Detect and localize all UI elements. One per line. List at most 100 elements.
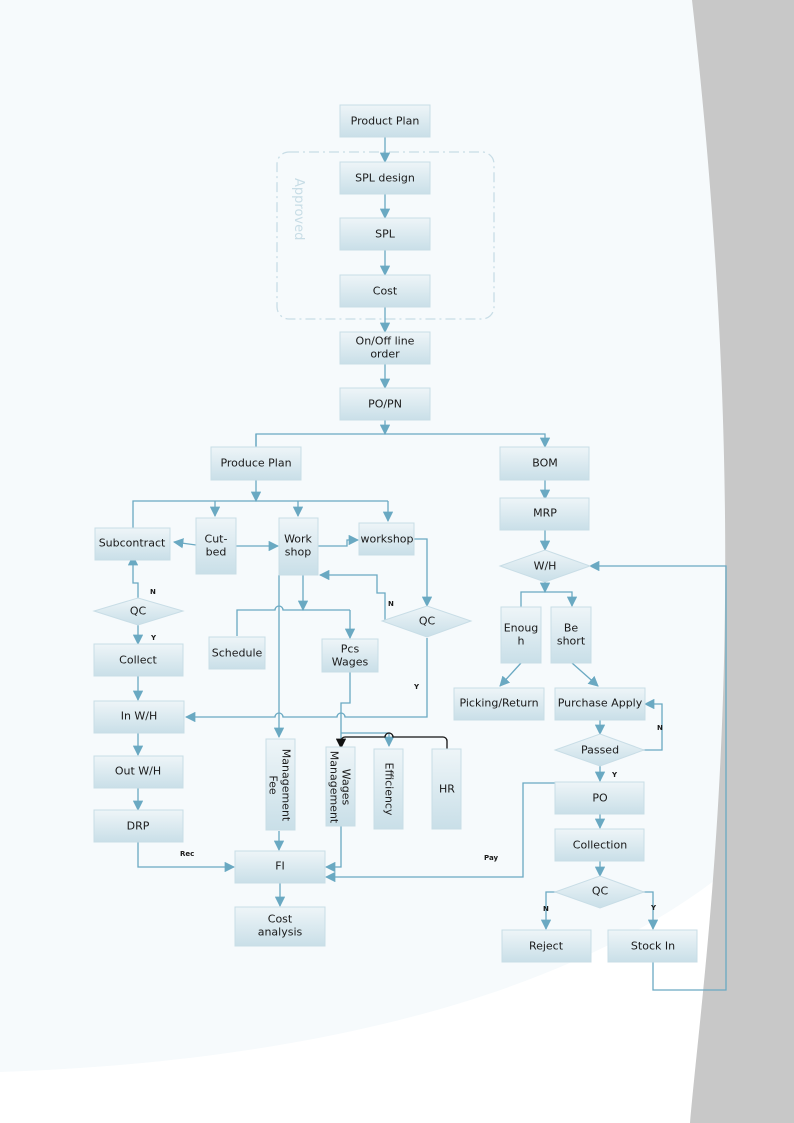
node-po-pn[interactable]: PO/PN	[339, 387, 431, 421]
node-passed[interactable]: Passed	[553, 733, 646, 767]
svg-text:Enoug: Enoug	[504, 622, 539, 635]
svg-text:Management: Management	[280, 749, 293, 822]
svg-text:QC: QC	[419, 615, 436, 628]
node-qc-mid[interactable]: QC	[380, 605, 473, 638]
svg-text:Wages: Wages	[340, 769, 353, 806]
edge-work-shop-to-workshop	[318, 534, 360, 547]
svg-text:Be: Be	[564, 622, 579, 635]
svg-text:Out W/H: Out W/H	[115, 765, 161, 778]
edge-wages-to-fi	[324, 826, 342, 873]
edge-pcs-wages-to-wages-mgmt	[340, 672, 351, 742]
svg-text:Picking/Return: Picking/Return	[459, 697, 538, 710]
node-hr[interactable]: HR	[431, 748, 462, 830]
node-qc-left[interactable]: QC	[92, 597, 185, 626]
node-spl-design[interactable]: SPL design	[339, 161, 431, 195]
svg-text:SPL: SPL	[375, 228, 396, 241]
node-schedule[interactable]: Schedule	[208, 636, 266, 670]
svg-text:SPL design: SPL design	[355, 172, 415, 185]
node-cost[interactable]: Cost	[339, 274, 431, 308]
edge-workshop-to-qc	[414, 538, 433, 608]
svg-text:Subcontract: Subcontract	[99, 537, 166, 550]
svg-text:PO/PN: PO/PN	[368, 398, 402, 411]
node-stock-in[interactable]: Stock In	[607, 929, 698, 963]
edge-qc-right-y	[642, 891, 659, 931]
svg-text:Collect: Collect	[119, 654, 157, 667]
edge-to-efficiency	[341, 732, 395, 748]
svg-text:PO: PO	[592, 792, 608, 805]
svg-text:Wages: Wages	[332, 656, 369, 669]
svg-text:HR: HR	[439, 783, 455, 796]
svg-text:QC: QC	[592, 885, 609, 898]
edge-enough-to-picking	[499, 662, 522, 687]
node-workshop[interactable]: workshop	[358, 522, 415, 556]
qc-left-n-label: N	[150, 588, 156, 596]
edge-passed-n	[642, 698, 663, 751]
node-out-wh[interactable]: Out W/H	[93, 755, 184, 789]
node-purchase-apply[interactable]: Purchase Apply	[554, 687, 646, 721]
node-product-plan[interactable]: Product Plan	[339, 104, 431, 138]
svg-text:QC: QC	[130, 605, 147, 618]
node-picking-return[interactable]: Picking/Return	[453, 687, 545, 721]
svg-text:Reject: Reject	[529, 940, 564, 953]
edge-short-to-purchase	[571, 662, 599, 687]
approved-group-label: Approved	[291, 178, 306, 240]
gray-side-panel	[690, 0, 794, 1123]
edge-drp-to-fi	[137, 842, 236, 873]
edge-qc-mid-y-to-in-wh	[184, 638, 428, 723]
svg-text:order: order	[370, 348, 400, 361]
qc-right-y-label: Y	[650, 904, 657, 912]
svg-text:Management: Management	[328, 751, 341, 824]
svg-text:Pcs: Pcs	[341, 643, 360, 656]
svg-text:Cost: Cost	[373, 285, 398, 298]
qc-left-y-label: Y	[150, 634, 157, 642]
node-drp[interactable]: DRP	[93, 809, 184, 843]
edge-cutbed-to-subcontract	[172, 538, 197, 549]
node-collect[interactable]: Collect	[93, 643, 184, 677]
node-subcontract[interactable]: Subcontract	[94, 527, 171, 561]
passed-y-label: Y	[611, 771, 618, 779]
svg-text:analysis: analysis	[258, 926, 303, 939]
node-collection[interactable]: Collection	[554, 828, 645, 862]
node-fi[interactable]: FI	[234, 850, 326, 884]
connectors	[127, 137, 727, 991]
qc-right-n-label: N	[543, 905, 549, 913]
svg-text:Cost: Cost	[268, 913, 293, 926]
svg-text:Cut-: Cut-	[205, 533, 228, 546]
node-in-wh[interactable]: In W/H	[93, 700, 185, 734]
node-qc-right[interactable]: QC	[553, 875, 646, 909]
svg-text:Purchase Apply: Purchase Apply	[558, 697, 643, 710]
edge-qc-right-n	[540, 891, 556, 931]
svg-text:Produce Plan: Produce Plan	[220, 457, 291, 470]
node-produce-plan[interactable]: Produce Plan	[210, 446, 302, 481]
pay-label: Pay	[484, 854, 498, 862]
svg-text:bed: bed	[206, 546, 227, 559]
svg-text:Product Plan: Product Plan	[351, 115, 420, 128]
svg-text:Work: Work	[284, 533, 312, 546]
passed-n-label: N	[657, 724, 663, 732]
node-bom[interactable]: BOM	[499, 446, 590, 481]
node-mrp[interactable]: MRP	[499, 497, 590, 531]
edge-hr-to-wages	[335, 732, 448, 750]
svg-text:BOM: BOM	[532, 457, 558, 470]
node-reject[interactable]: Reject	[501, 929, 592, 963]
node-efficiency[interactable]: Efficiency	[373, 748, 404, 830]
edge-stock-in-loop-to-wh	[588, 560, 727, 991]
qc-mid-n-label: N	[388, 600, 394, 608]
edge-qc-left-n	[127, 554, 139, 598]
svg-text:Fee: Fee	[267, 775, 280, 794]
edge-wh-split	[520, 591, 578, 608]
node-po[interactable]: PO	[554, 781, 645, 815]
node-wh-decision[interactable]: W/H	[498, 549, 592, 583]
edge-split-to-bom	[255, 433, 551, 449]
node-cut-bed[interactable]: Cut-bed	[195, 517, 237, 575]
node-spl[interactable]: SPL	[339, 217, 431, 251]
